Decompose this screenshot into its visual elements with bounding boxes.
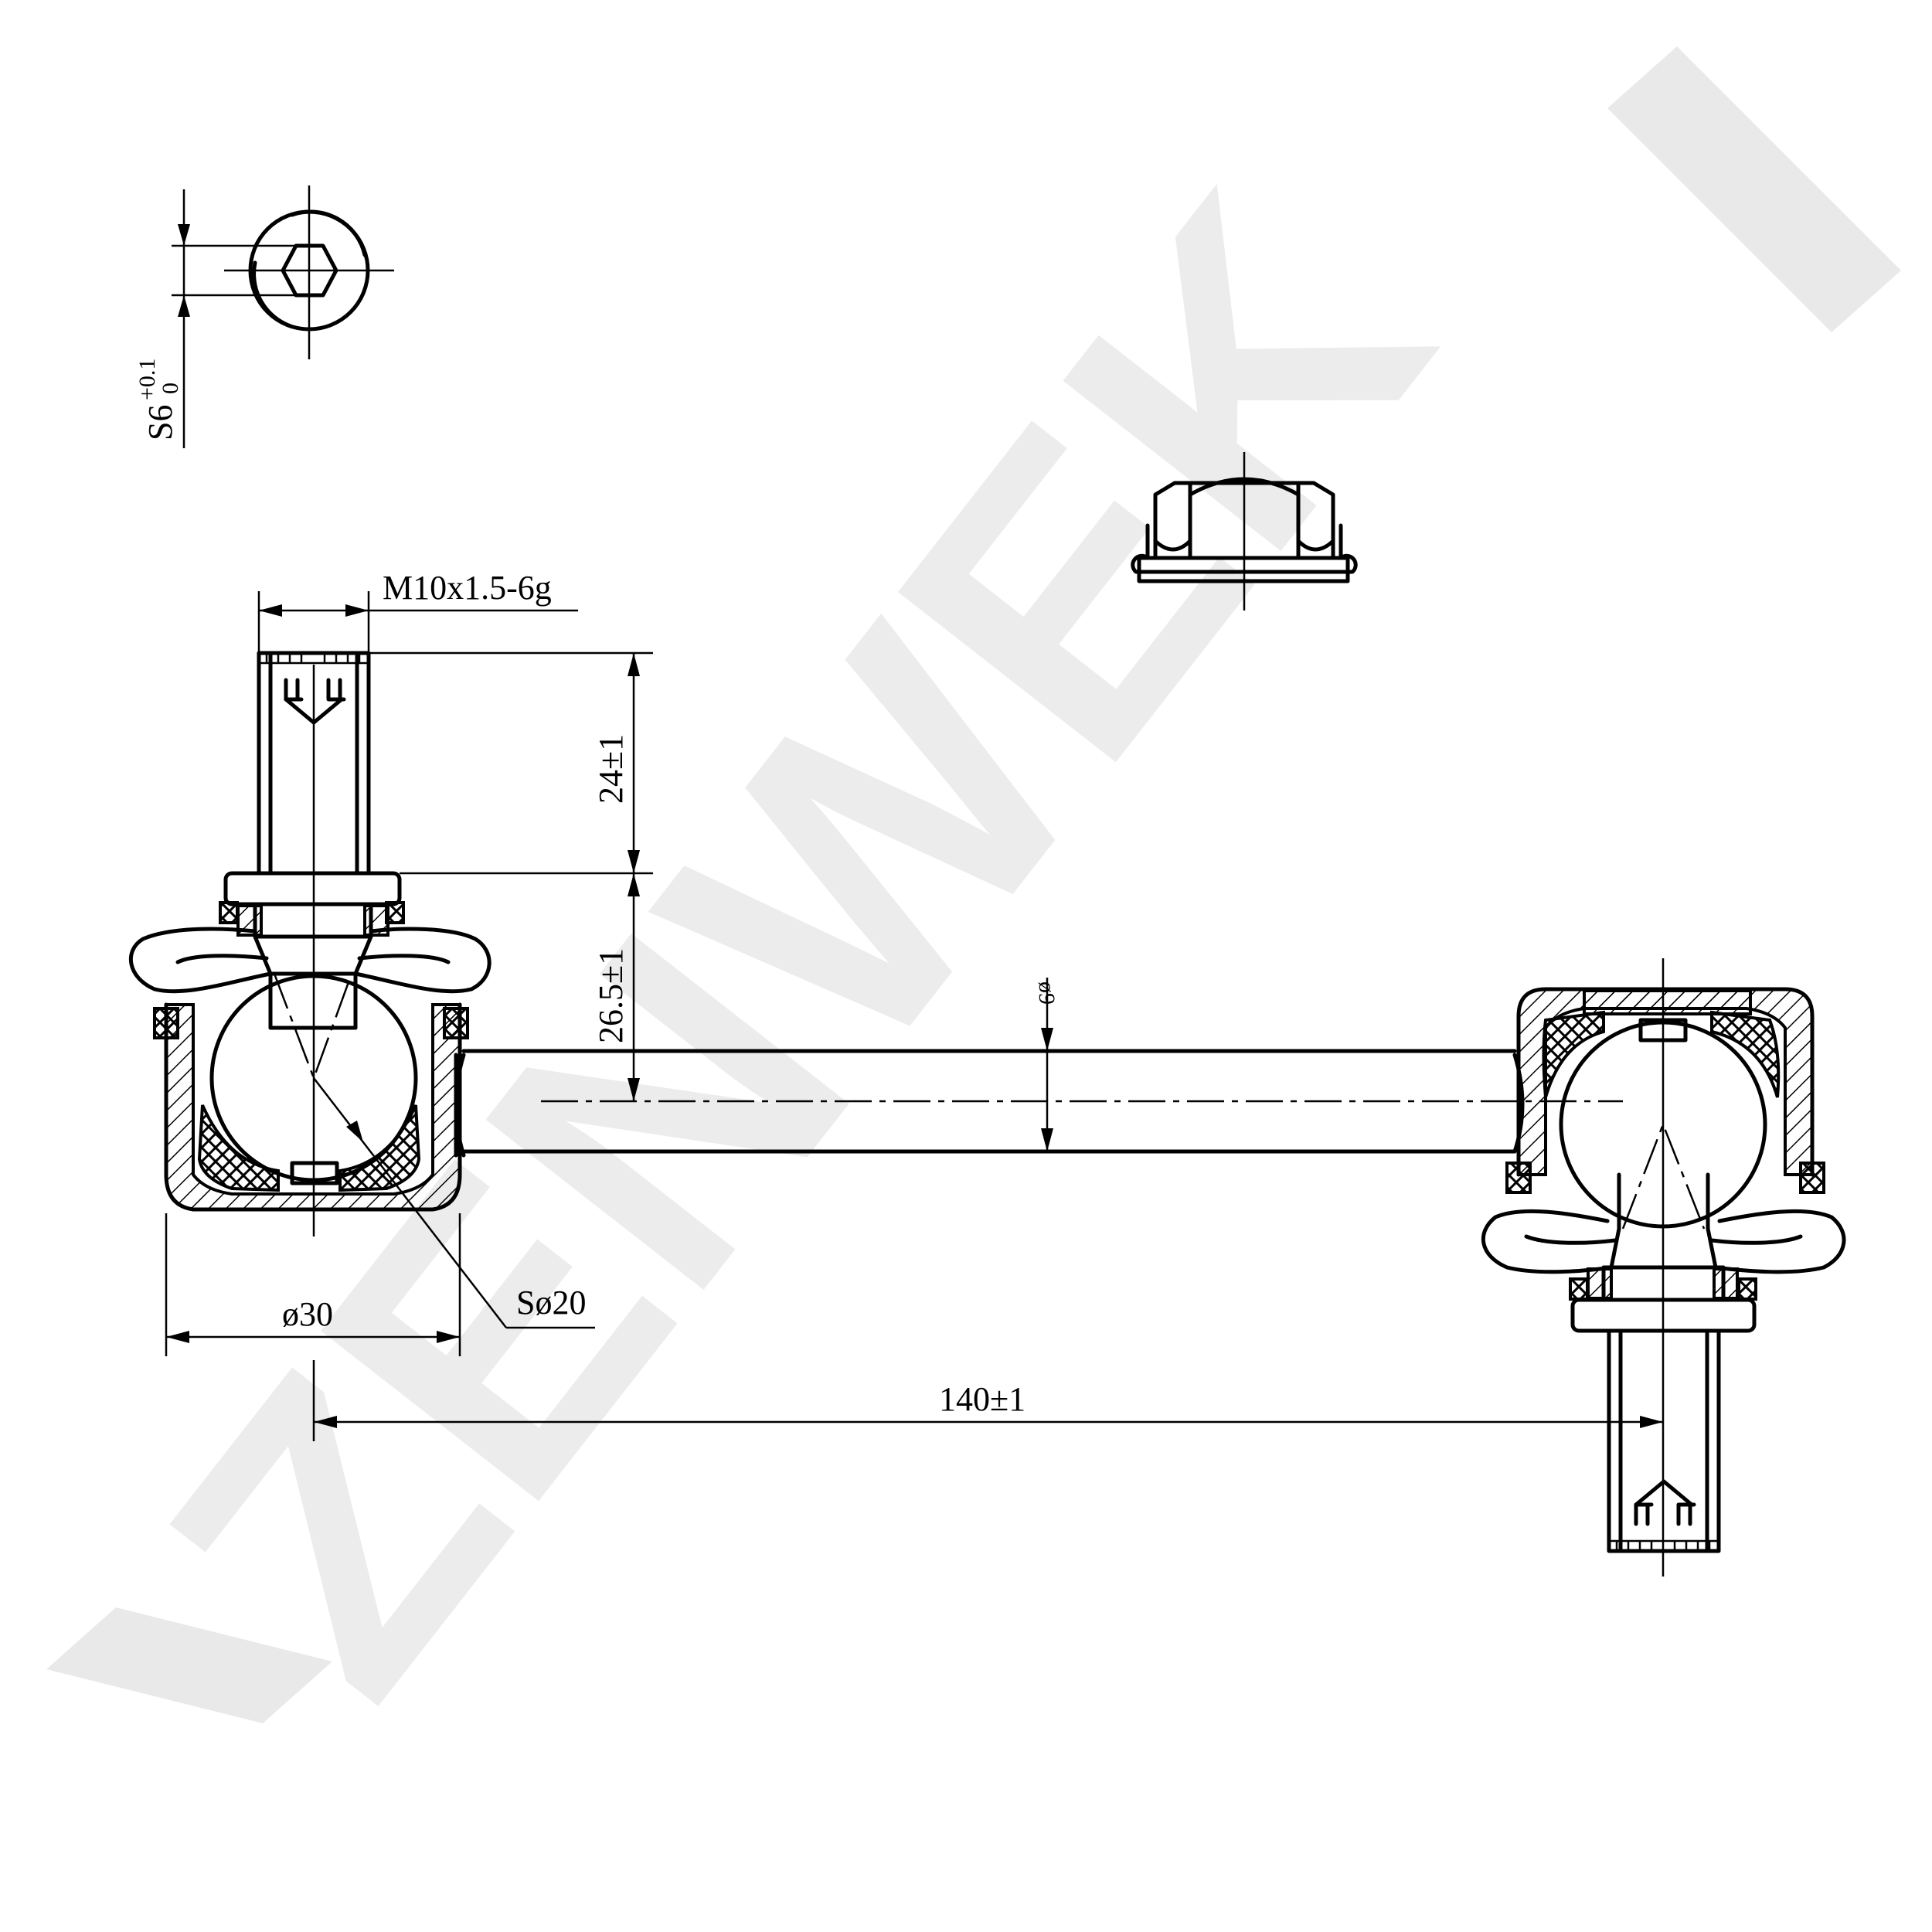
hex-tol-upper: +0.1 (134, 359, 160, 400)
rod-diameter-label: ø9 (1034, 981, 1060, 1005)
hex-socket-view: S6 +0.1 0 (134, 185, 394, 448)
housing-diameter-label: ø30 (282, 1295, 333, 1333)
watermark-logo: ZENWEK (46, 46, 1901, 1768)
dimension-housing-diameter: ø30 (165, 1213, 461, 1356)
stud-length-label: 24±1 (592, 734, 630, 804)
dimension-stud-length: 24±1 (369, 651, 653, 875)
dimension-thread: M10x1.5-6g (257, 569, 578, 653)
thread-label: M10x1.5-6g (383, 569, 552, 607)
connecting-rod (461, 1049, 1623, 1154)
hex-socket-label: S6 (141, 405, 179, 440)
flange-nut (1131, 452, 1358, 611)
dimension-rod-diameter: ø9 (1034, 978, 1060, 1151)
ball-diameter-label: Sø20 (516, 1284, 586, 1321)
dimension-center-distance: 140±1 (312, 1360, 1663, 1441)
right-ball-joint (1481, 958, 1846, 1577)
dimension-ball-diameter: Sø20 (313, 1077, 595, 1329)
left-ball-joint (129, 651, 492, 1236)
dimension-body-offset: 26.5±1 (592, 873, 640, 1101)
center-distance-label: 140±1 (939, 1380, 1026, 1418)
hex-tol-lower: 0 (158, 383, 183, 394)
watermark-text: ZENWEK (85, 120, 1511, 1768)
body-offset-label: 26.5±1 (592, 948, 630, 1043)
